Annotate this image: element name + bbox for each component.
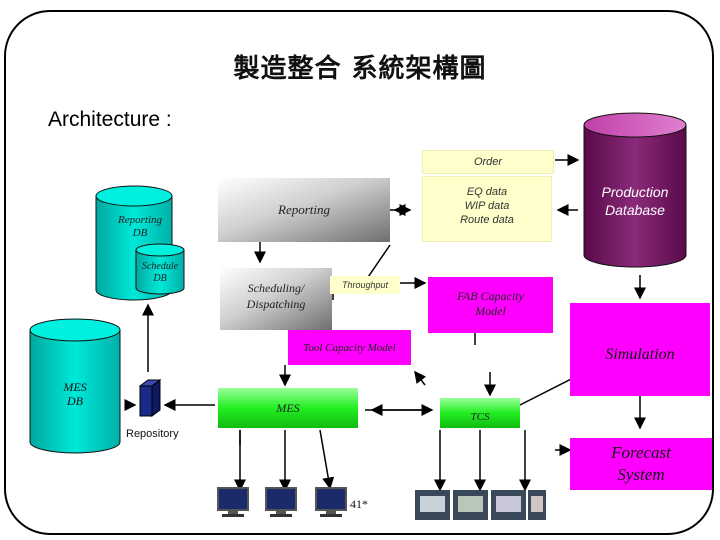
workstation-monitor-icon xyxy=(315,487,347,517)
equipment-photo-icon xyxy=(491,490,526,520)
server-icon xyxy=(138,379,162,417)
simulation-box: Simulation xyxy=(570,303,710,396)
order-box: Order xyxy=(422,150,554,174)
scheduling-dispatching-box: Scheduling/ Dispatching xyxy=(220,268,332,330)
reporting-label: Reporting xyxy=(278,202,330,217)
throughput-label: Throughput xyxy=(341,280,389,290)
eq-wip-route-box: EQ data WIP data Route data xyxy=(422,176,552,242)
reporting-box: Reporting xyxy=(218,178,390,242)
wip-data-label: WIP data xyxy=(464,200,510,212)
forecast-line2: System xyxy=(617,465,665,484)
workstation-monitor-icon xyxy=(265,487,297,517)
workstation-count-label: 41* xyxy=(350,497,368,511)
workstation-monitor-icon xyxy=(217,487,249,517)
route-data-label: Route data xyxy=(460,214,514,226)
reporting-db-label: Reporting DB xyxy=(108,214,172,240)
tcs-box: TCS xyxy=(440,398,520,428)
equipment-photo-icon xyxy=(453,490,488,520)
eq-data-label: EQ data xyxy=(466,186,508,198)
slide-frame xyxy=(4,10,714,535)
order-label: Order xyxy=(473,156,503,168)
architecture-heading: Architecture : xyxy=(48,108,172,131)
schedule-db-label: Schedule DB xyxy=(136,261,184,285)
fab-capacity-model-box: FAB Capacity Model xyxy=(428,277,553,333)
throughput-box: Throughput xyxy=(330,276,400,294)
mes-db-label: MES DB xyxy=(45,380,105,408)
production-db-cylinder xyxy=(583,112,687,268)
reporting-db-line2: DB xyxy=(132,227,148,239)
production-db-label: Production Database xyxy=(584,183,686,219)
forecast-system-box: Forecast System xyxy=(570,438,712,490)
fab-capacity-line1: FAB Capacity xyxy=(457,289,524,303)
tcs-label: TCS xyxy=(470,411,490,423)
page-title: 製造整合 系統架構圖 xyxy=(233,54,487,84)
reporting-db-line1: Reporting xyxy=(118,214,162,226)
scheduling-line1: Scheduling/ xyxy=(247,281,305,295)
schedule-db-line2: DB xyxy=(153,273,167,284)
mes-db-line2: DB xyxy=(67,394,83,408)
scheduling-line2: Dispatching xyxy=(246,297,306,311)
mes-box: MES xyxy=(218,388,358,428)
schedule-db-cylinder xyxy=(135,243,185,295)
repository-label: Repository xyxy=(126,428,179,440)
tool-capacity-label: Tool Capacity Model xyxy=(303,341,396,354)
production-db-line2: Database xyxy=(605,202,665,218)
fab-capacity-line2: Model xyxy=(475,304,506,318)
forecast-line1: Forecast xyxy=(611,443,671,462)
schedule-db-line1: Schedule xyxy=(141,261,179,272)
equipment-photo-icon xyxy=(528,490,546,520)
mes-db-line1: MES xyxy=(63,380,87,394)
mes-db-cylinder xyxy=(29,318,121,454)
equipment-photo-icon xyxy=(415,490,450,520)
production-db-line1: Production xyxy=(601,184,669,200)
tool-capacity-model-box: Tool Capacity Model xyxy=(288,330,411,365)
simulation-label: Simulation xyxy=(605,345,675,363)
mes-label: MES xyxy=(276,400,300,415)
